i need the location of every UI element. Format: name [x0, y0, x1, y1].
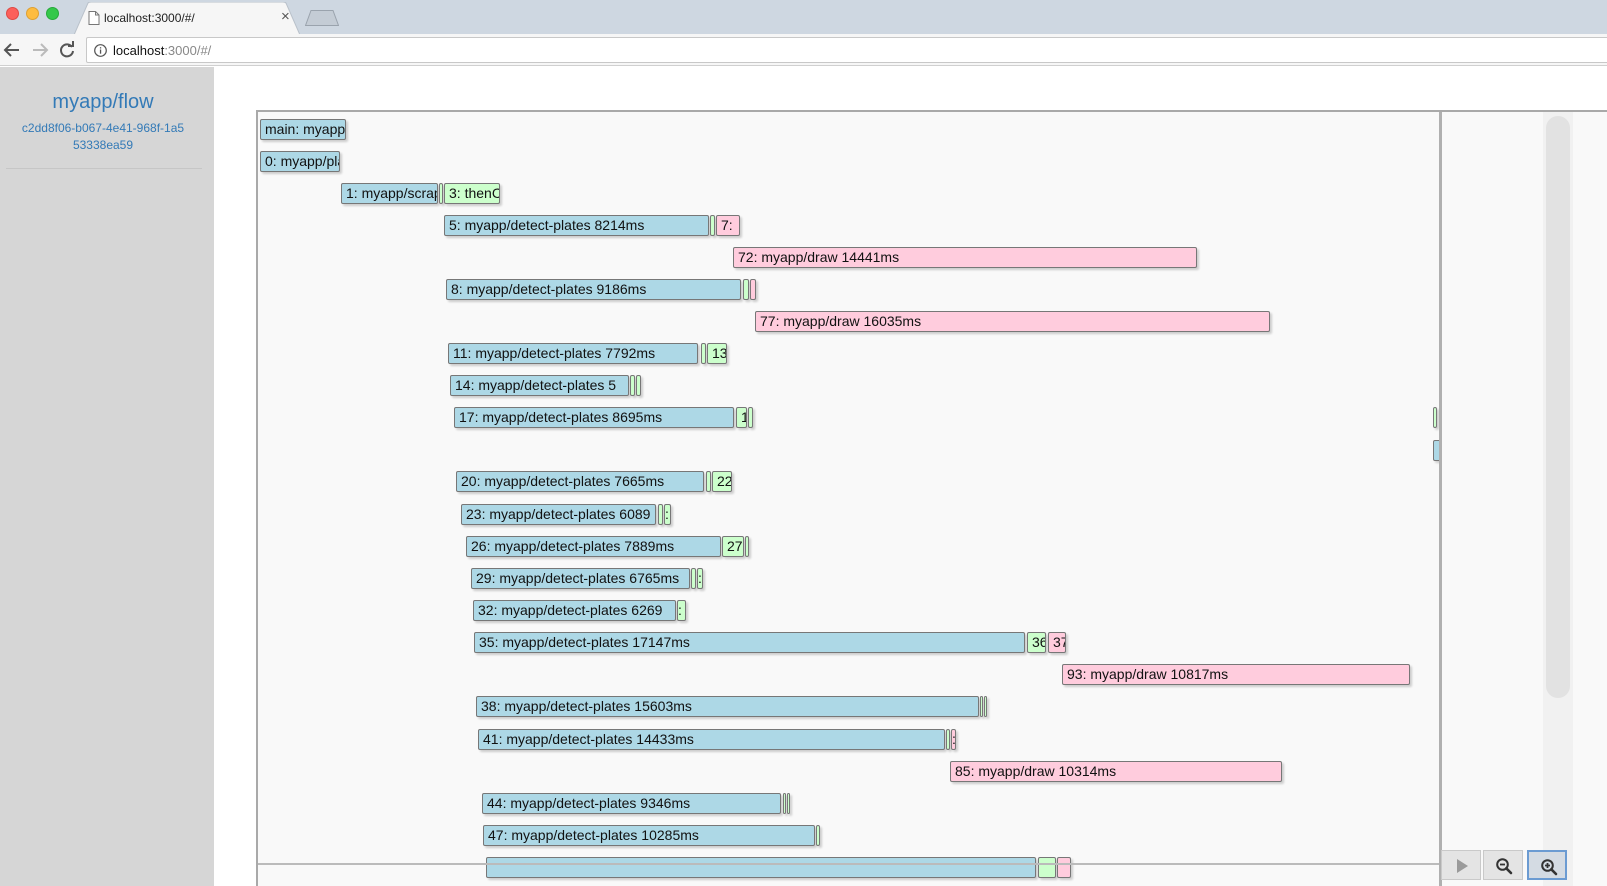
- timeline-stage-bar[interactable]: 17: myapp/detect-plates 8695ms: [454, 407, 734, 428]
- timeline-stage-bar[interactable]: 44: myapp/detect-plates 9346ms: [482, 793, 781, 814]
- browser-toolbar: localhost:3000/#/: [0, 34, 1607, 66]
- tab-close-icon[interactable]: ×: [281, 8, 290, 25]
- timeline-stage-bar[interactable]: [750, 279, 756, 300]
- timeline-stage-bar[interactable]: [706, 471, 711, 492]
- timeline-stage-bar[interactable]: :: [664, 504, 671, 525]
- timeline-stage-bar[interactable]: :: [951, 729, 956, 750]
- timeline-stage-bar[interactable]: [783, 793, 786, 814]
- sidebar-divider: [6, 168, 202, 169]
- timeline-stage-bar[interactable]: 14: myapp/detect-plates 5: [450, 375, 629, 396]
- timeline-stage-bar[interactable]: [1057, 857, 1071, 878]
- timeline-bottom-border: [258, 863, 1439, 865]
- timeline-stage-bar[interactable]: 27: [722, 536, 744, 557]
- timeline-stage-bar[interactable]: [486, 857, 1036, 878]
- info-icon[interactable]: [94, 44, 107, 57]
- timeline-stage-bar[interactable]: main: myapp/flow: [260, 119, 346, 140]
- forward-arrow-icon[interactable]: [30, 40, 50, 60]
- zoom-out-icon: [1496, 858, 1513, 875]
- timeline-stage-bar[interactable]: 29: myapp/detect-plates 6765ms: [471, 568, 690, 589]
- timeline-stage-bar[interactable]: 37: [1048, 632, 1066, 653]
- zoom-out-button[interactable]: [1483, 850, 1523, 880]
- timeline-stage-bar[interactable]: [636, 375, 641, 396]
- timeline-stage-bar[interactable]: [748, 407, 753, 428]
- timeline-stage-bar[interactable]: 20: myapp/detect-plates 7665ms: [456, 471, 704, 492]
- timeline-stage-bar[interactable]: [946, 729, 950, 750]
- browser-tab-active[interactable]: localhost:3000/#/ ×: [74, 2, 300, 35]
- timeline-stage-bar[interactable]: :: [677, 600, 686, 621]
- zoom-in-icon: [1541, 859, 1558, 876]
- tab-title: localhost:3000/#/: [104, 11, 195, 25]
- timeline-stage-bar[interactable]: 11: myapp/detect-plates 7792ms: [448, 343, 698, 364]
- timeline-stage-bar[interactable]: [701, 343, 706, 364]
- timeline-stage-bar[interactable]: 22: [712, 471, 732, 492]
- timeline-stage-bar[interactable]: 36: [1027, 632, 1046, 653]
- flow-title-link[interactable]: myapp/flow: [52, 91, 154, 113]
- timeline-stage-bar[interactable]: 85: myapp/draw 10314ms: [950, 761, 1282, 782]
- timeline-stage-bar[interactable]: 8: myapp/detect-plates 9186ms: [446, 279, 741, 300]
- document-icon: [88, 11, 100, 25]
- play-icon: [1457, 859, 1468, 873]
- timeline-stage-bar[interactable]: 32: myapp/detect-plates 6269: [473, 600, 676, 621]
- timeline-stage-bar[interactable]: 47: myapp/detect-plates 10285ms: [483, 825, 815, 846]
- timeline-stage-bar[interactable]: [710, 215, 715, 236]
- timeline-stage-bar[interactable]: [691, 568, 696, 589]
- timeline-stage-bar[interactable]: 93: myapp/draw 10817ms: [1062, 664, 1410, 685]
- timeline-stage-bar[interactable]: 5: myapp/detect-plates 8214ms: [444, 215, 709, 236]
- timeline-stage-bar[interactable]: 35: myapp/detect-plates 17147ms: [474, 632, 1025, 653]
- address-bar[interactable]: localhost:3000/#/: [86, 37, 1607, 63]
- browser-tab-bar: localhost:3000/#/ ×: [0, 0, 1607, 35]
- timeline-splitter[interactable]: [1439, 112, 1442, 886]
- reload-icon[interactable]: [57, 40, 77, 60]
- timeline-stage-bar[interactable]: 0: myapp/plates: [260, 151, 340, 172]
- window-maximize-button[interactable]: [46, 7, 59, 20]
- sidebar: myapp/flow c2dd8f06-b067-4e41-968f-1a553…: [0, 67, 214, 886]
- timeline-stage-bar[interactable]: [984, 696, 987, 717]
- timeline-stage-bar[interactable]: [1038, 857, 1056, 878]
- timeline-stage-bar[interactable]: 77: myapp/draw 16035ms: [755, 311, 1270, 332]
- timeline-stage-bar[interactable]: [658, 504, 663, 525]
- timeline-stage-bar[interactable]: 3: thenCompose: [444, 183, 500, 204]
- timeline-stage-bar[interactable]: 23: myapp/detect-plates 6089: [461, 504, 656, 525]
- timeline-stage-bar[interactable]: [743, 279, 749, 300]
- timeline-stage-bar[interactable]: [630, 375, 635, 396]
- timeline-stage-bar[interactable]: [816, 825, 820, 846]
- timeline-stage-bar[interactable]: [745, 536, 749, 557]
- timeline-stage-bar[interactable]: 38: myapp/detect-plates 15603ms: [476, 696, 979, 717]
- timeline-stage-bar[interactable]: 7:: [716, 215, 740, 236]
- window-close-button[interactable]: [6, 7, 19, 20]
- timeline-stage-bar[interactable]: [980, 696, 983, 717]
- timeline-stage-bar[interactable]: 72: myapp/draw 14441ms: [733, 247, 1197, 268]
- timeline-stage-bar[interactable]: 26: myapp/detect-plates 7889ms: [466, 536, 721, 557]
- timeline-stage-bar[interactable]: [1433, 407, 1437, 428]
- timeline-stage-bar[interactable]: 41: myapp/detect-plates 14433ms: [478, 729, 945, 750]
- back-arrow-icon[interactable]: [2, 40, 22, 60]
- zoom-controls: [1441, 850, 1573, 880]
- timeline-stage-bar[interactable]: [439, 183, 443, 204]
- play-button[interactable]: [1441, 850, 1481, 880]
- timeline-stage-bar[interactable]: [787, 793, 790, 814]
- timeline-stage-bar[interactable]: 1: [736, 407, 747, 428]
- zoom-in-button[interactable]: [1527, 850, 1567, 880]
- flow-id-link[interactable]: c2dd8f06-b067-4e41-968f-1a553338ea59: [21, 121, 185, 152]
- new-tab-button[interactable]: [305, 10, 339, 26]
- timeline-stage-bar[interactable]: 1: myapp/scrape: [341, 183, 438, 204]
- window-minimize-button[interactable]: [26, 7, 39, 20]
- timeline-stage-bar[interactable]: :: [697, 568, 703, 589]
- timeline-stage-bar[interactable]: 13: [707, 343, 727, 364]
- scrollbar-thumb[interactable]: [1546, 116, 1570, 698]
- timeline-overflow-panel: [1442, 112, 1607, 886]
- url-text: localhost:3000/#/: [113, 43, 212, 58]
